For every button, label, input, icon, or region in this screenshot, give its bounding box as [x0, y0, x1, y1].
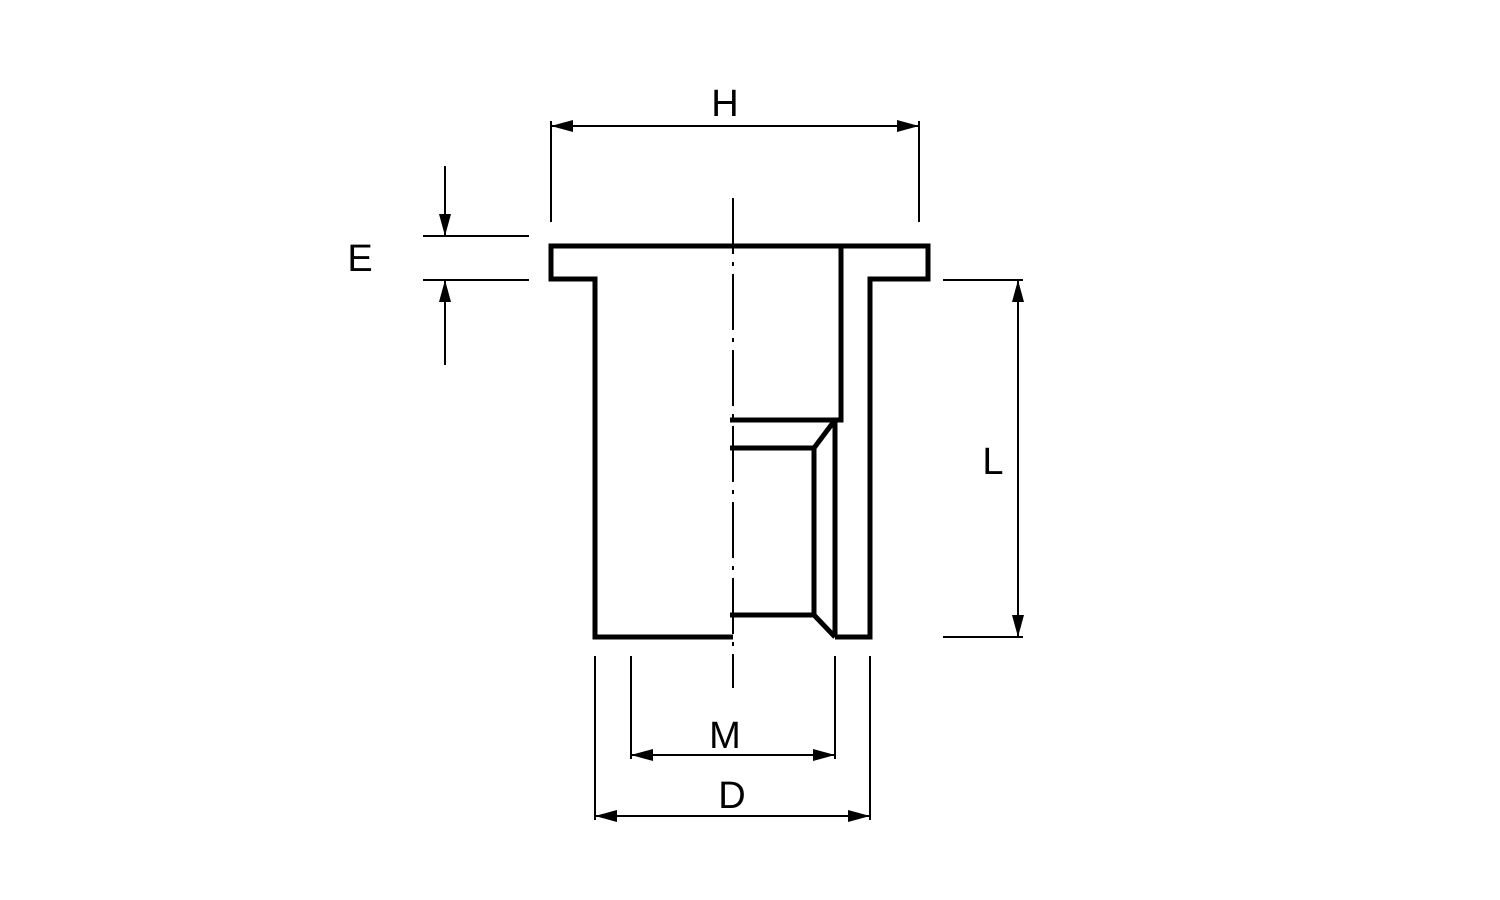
part-outline: [548, 243, 931, 640]
dimension-l: L: [943, 279, 1024, 638]
body-right-outline: [733, 243, 931, 640]
m-arrow-right: [813, 749, 835, 761]
bore-wall: [730, 246, 844, 423]
e-arrow-up: [439, 280, 451, 302]
l-arrow-top: [1012, 280, 1024, 302]
dimension-m: M: [630, 656, 836, 761]
thread-inner-edge: [730, 445, 817, 618]
dimension-h: H: [550, 83, 920, 222]
e-arrow-down: [439, 214, 451, 236]
body-left-outline: [548, 243, 733, 640]
d-label: D: [718, 775, 745, 817]
m-arrow-left: [631, 749, 653, 761]
thread-chamfer-top: [812, 418, 837, 450]
dimension-d: D: [594, 656, 871, 822]
e-label: E: [347, 238, 372, 280]
m-label: M: [709, 715, 741, 757]
d-arrow-left: [595, 810, 617, 822]
dimension-e: E: [347, 166, 529, 365]
h-arrow-right: [897, 120, 919, 132]
thread-chamfer-bottom: [812, 613, 837, 639]
h-label: H: [711, 83, 738, 125]
h-arrow-left: [551, 120, 573, 132]
d-arrow-right: [848, 810, 870, 822]
l-arrow-bottom: [1012, 615, 1024, 637]
l-label: L: [982, 441, 1003, 483]
